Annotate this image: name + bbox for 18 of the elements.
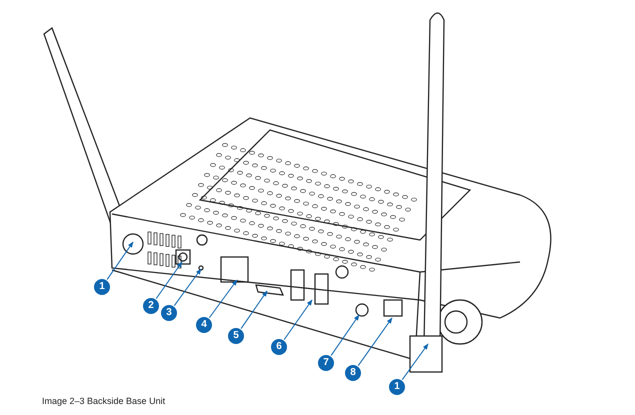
leader-line [284, 300, 312, 340]
callout-number: 7 [318, 355, 334, 371]
caption: Image 2–3 Backside Base Unit [42, 396, 166, 406]
callout-number: 5 [228, 328, 244, 344]
leader-line [156, 262, 182, 300]
leader-line [174, 268, 202, 306]
leader-line [106, 242, 134, 280]
leader-line [240, 290, 268, 330]
callout-number: 4 [196, 317, 212, 333]
callout-number: 2 [143, 298, 159, 314]
callout-number: 1 [94, 279, 110, 295]
callout-number: 8 [345, 365, 361, 381]
callout-number: 3 [161, 305, 177, 321]
callout-number: 1 [389, 379, 405, 395]
leader-line [358, 318, 392, 366]
callout-number: 6 [271, 339, 287, 355]
leader-line [208, 280, 238, 318]
leader-line [330, 314, 360, 356]
